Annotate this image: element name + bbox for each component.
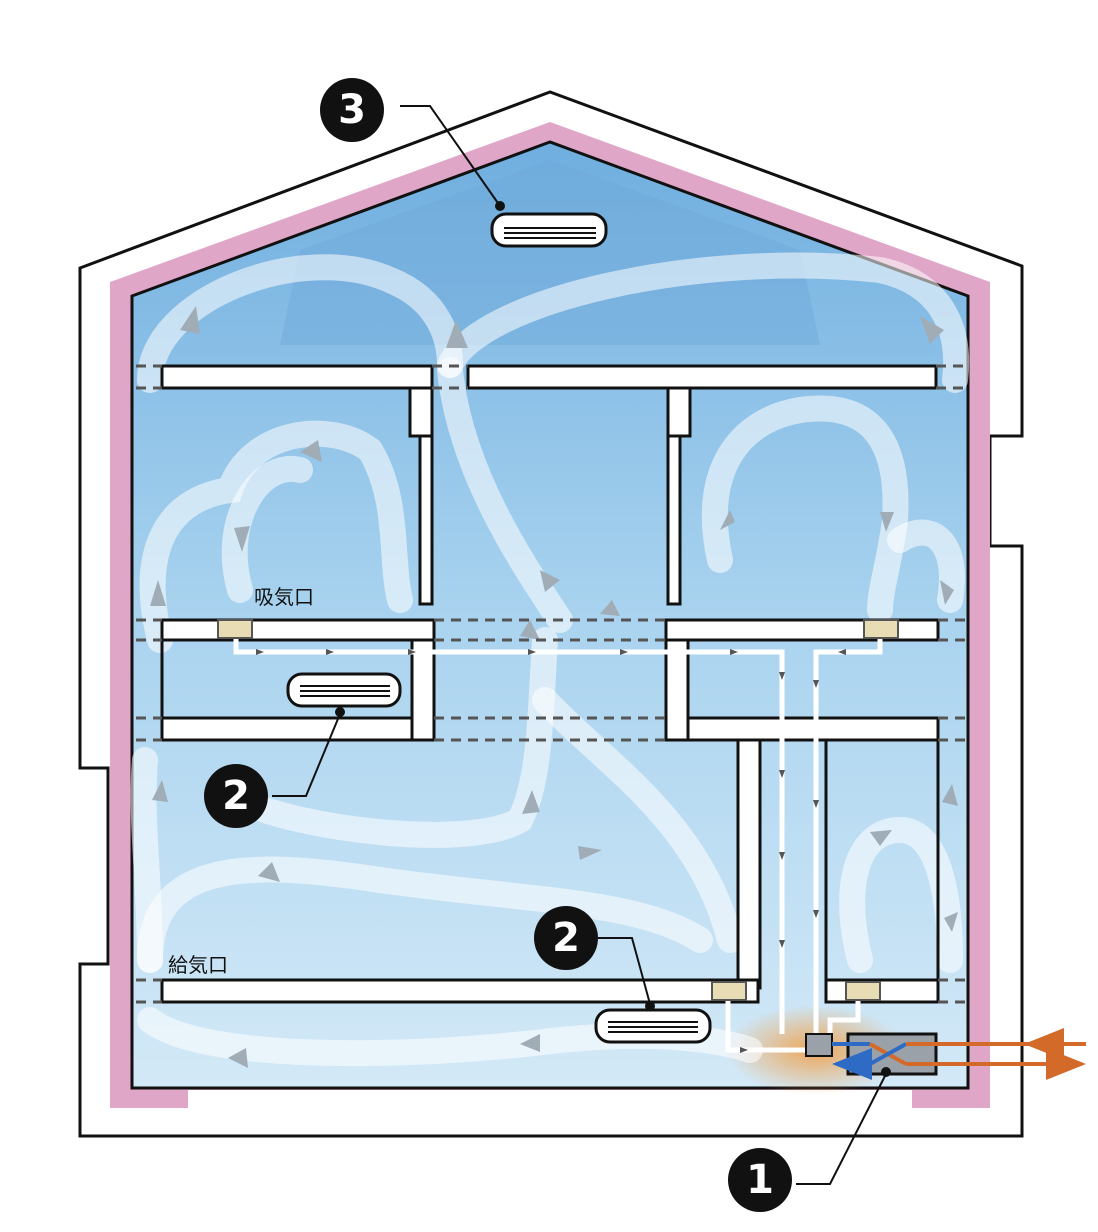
air-conditioner-attic	[490, 212, 608, 248]
callout-3-number: 3	[338, 87, 366, 133]
air-conditioner-first-floor	[594, 1008, 712, 1044]
callout-2-upper: 2	[204, 764, 268, 828]
callout-dots	[335, 201, 891, 1077]
callout-1: 1	[728, 1148, 792, 1212]
ventilation-unit-box	[805, 1033, 833, 1057]
structure	[160, 364, 940, 1076]
air-conditioner-second-floor	[286, 672, 402, 708]
supply-label: 給気口	[168, 953, 228, 977]
airflow-loops	[130, 252, 970, 1067]
callout-1-number: 1	[746, 1157, 774, 1203]
exchange-arrows	[832, 1028, 1086, 1080]
flow-arrows	[150, 306, 958, 1068]
callout-leaders	[272, 105, 887, 1185]
callout-2-lower-number: 2	[552, 915, 580, 961]
callout-2-upper-number: 2	[222, 773, 250, 819]
duct-arrows	[256, 649, 846, 1053]
vents	[217, 619, 899, 1001]
supply-vent-left	[711, 981, 747, 1001]
callout-3: 3	[320, 78, 384, 142]
supply-vent-right	[845, 981, 881, 1001]
dashed-lines	[136, 364, 966, 1004]
intake-label: 吸気口	[254, 585, 314, 609]
intake-vent-left	[217, 619, 253, 639]
callout-2-lower: 2	[534, 906, 598, 970]
ducts	[233, 636, 883, 1053]
intake-vent-right	[863, 619, 899, 639]
